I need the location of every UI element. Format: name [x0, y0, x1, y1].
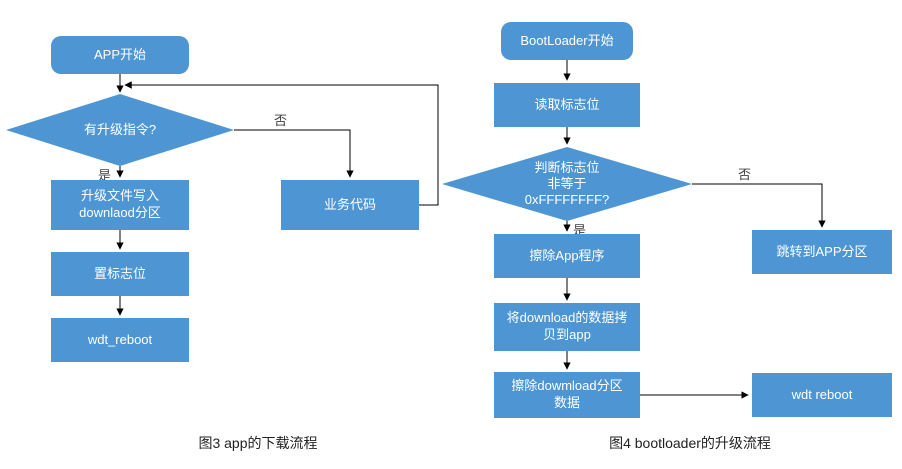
erase-app-node: 擦除App程序 — [494, 234, 640, 278]
read-flag-node: 读取标志位 — [494, 83, 640, 127]
yes-edge-label: 是 — [98, 168, 112, 183]
connector-decision2-no-to-jump — [692, 183, 826, 228]
wdt-reboot-node-2: wdt reboot — [752, 373, 892, 417]
connector-decision-no-to-business — [234, 129, 354, 178]
app-start-node: APP开始 — [51, 36, 189, 74]
copy-data-node: 将download的数据拷 贝到app — [494, 303, 640, 351]
write-file-node: 升级文件写入 downlaod分区 — [51, 180, 189, 230]
bootloader-flowchart-caption: 图4 bootloader的升级流程 — [609, 435, 771, 451]
connector-business-loopback — [124, 81, 439, 206]
app-flowchart-caption: 图3 app的下载流程 — [198, 435, 318, 451]
wdt-reboot-node: wdt_reboot — [51, 318, 189, 362]
set-flag-node: 置标志位 — [51, 252, 189, 296]
no-edge-label-2: 否 — [738, 167, 752, 182]
business-code-node: 业务代码 — [281, 180, 419, 230]
erase-download-node: 擦除dowmload分区 数据 — [494, 372, 640, 418]
jump-to-app-node: 跳转到APP分区 — [752, 230, 892, 274]
no-edge-label: 否 — [274, 113, 288, 128]
bootloader-start-node: BootLoader开始 — [501, 22, 633, 60]
